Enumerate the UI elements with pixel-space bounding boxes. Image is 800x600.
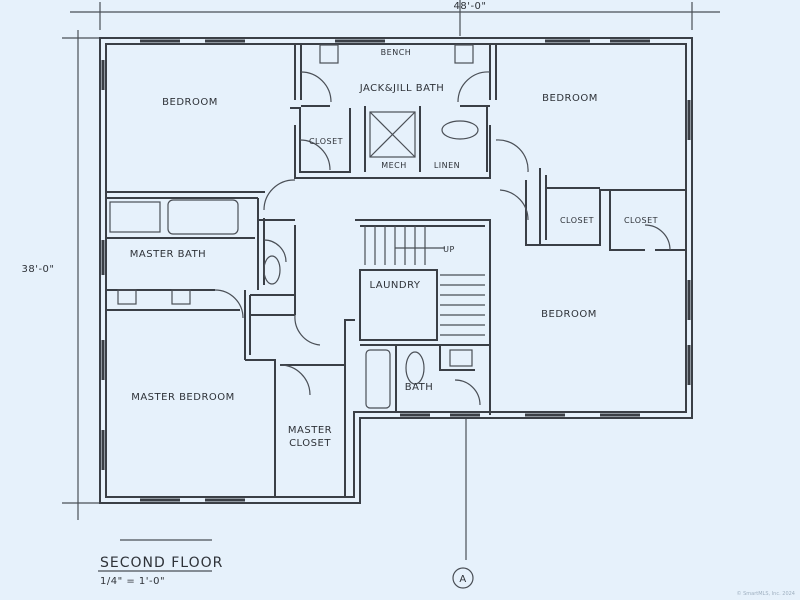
room-laundry: LAUNDRY: [369, 280, 420, 291]
depth-dimension: 38'-0": [21, 264, 54, 275]
room-closet-e1: CLOSET: [560, 216, 594, 225]
drawing-title: SECOND FLOOR: [100, 555, 223, 571]
stair-up-label: UP: [443, 245, 455, 254]
room-bedroom-ne: BEDROOM: [542, 93, 598, 104]
room-linen: LINEN: [434, 161, 460, 170]
section-marker-label: A: [459, 574, 466, 585]
width-dimension: 48'-0": [453, 1, 486, 12]
room-mech: MECH: [381, 161, 407, 170]
room-jack-jill-bath: JACK&JILL BATH: [359, 83, 445, 94]
room-bedroom-se: BEDROOM: [541, 309, 597, 320]
fixtures: [98, 44, 485, 572]
room-master-closet-line1: MASTER: [288, 425, 332, 436]
drawing-scale: 1/4" = 1'-0": [100, 576, 165, 587]
windows: [101, 39, 691, 502]
section-marker: A: [452, 567, 474, 589]
room-master-bath: MASTER BATH: [130, 249, 206, 260]
exterior-walls: [99, 37, 693, 504]
watermark: © SmartMLS, Inc. 2024: [737, 590, 795, 597]
room-closet-nw: CLOSET: [309, 137, 343, 146]
room-bedroom-nw: BEDROOM: [162, 97, 218, 108]
room-master-bedroom: MASTER BEDROOM: [131, 392, 235, 403]
dimension-lines: [62, 0, 720, 560]
room-closet-e2: CLOSET: [624, 216, 658, 225]
label-bench: BENCH: [381, 48, 412, 57]
room-bath: BATH: [405, 382, 434, 393]
room-master-closet-line2: CLOSET: [289, 438, 331, 449]
interior-walls: [106, 44, 686, 497]
doors: [214, 71, 671, 406]
